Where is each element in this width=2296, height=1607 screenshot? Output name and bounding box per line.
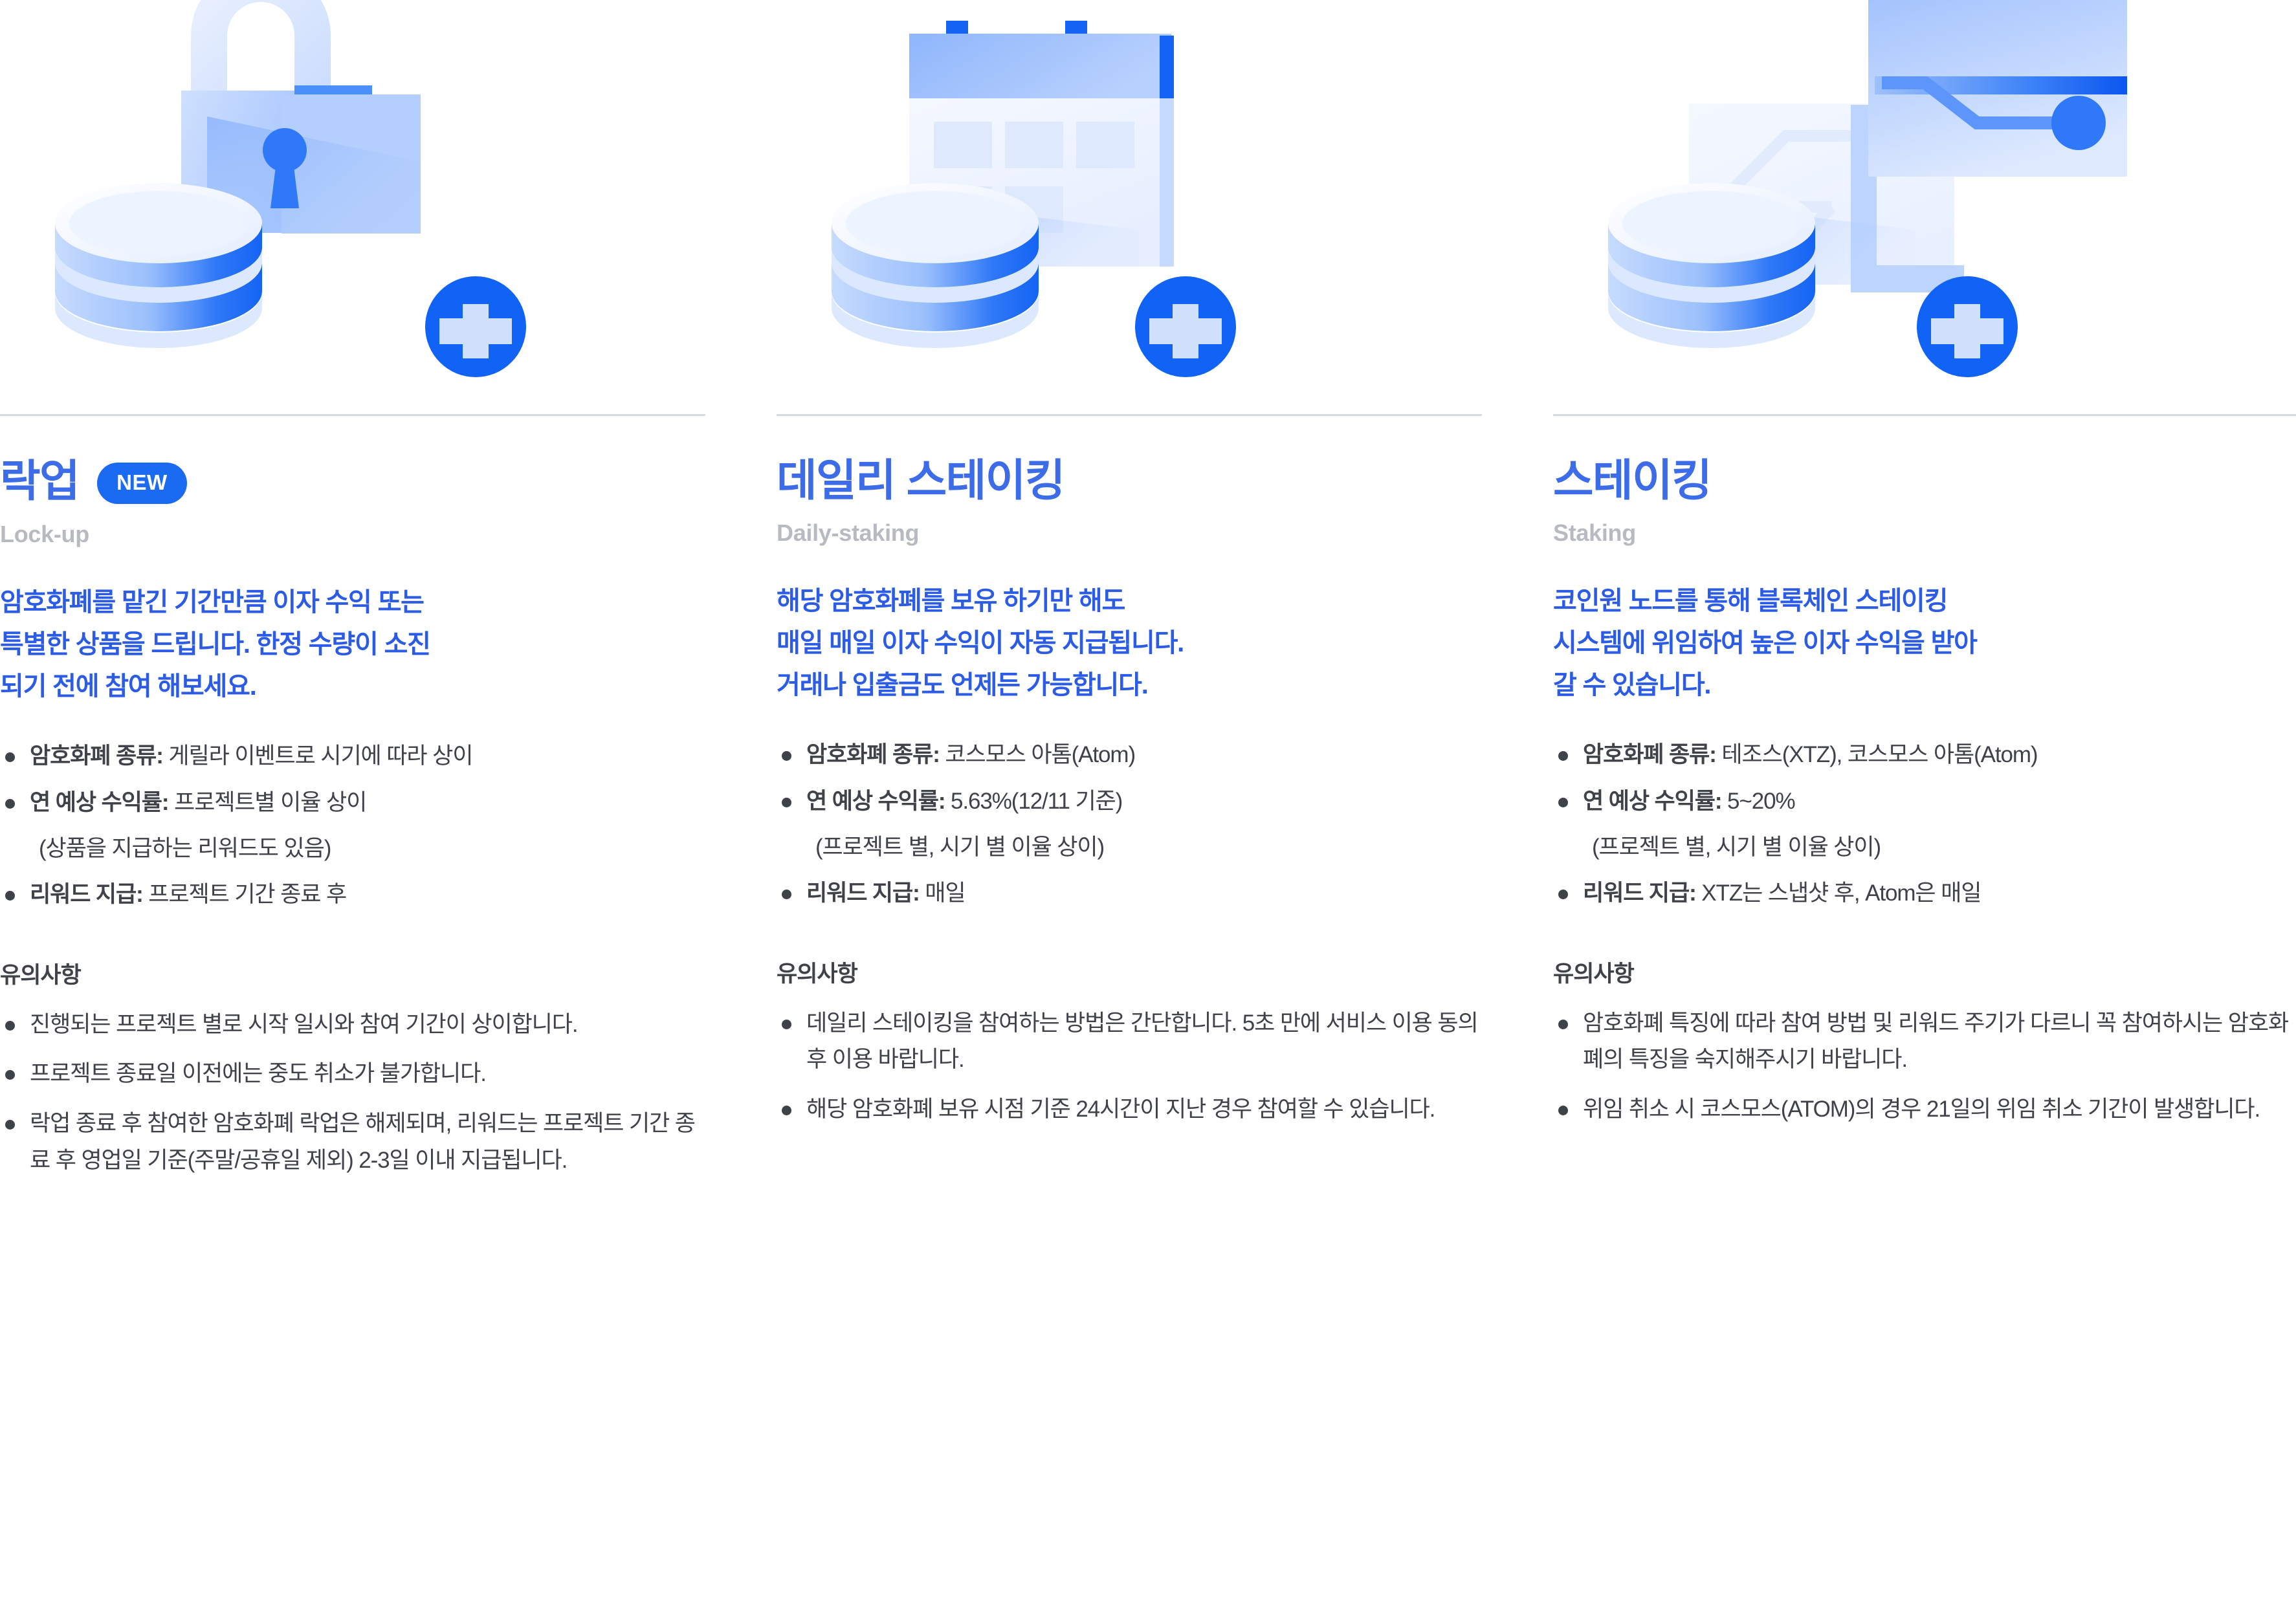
card-title-ko: 데일리 스테이킹 (777, 456, 1065, 505)
spec-value: XTZ는 스냅샷 후, Atom은 매일 (1695, 880, 1981, 906)
spec-label: 리워드 지급: (1583, 880, 1697, 906)
spec-item: 암호화폐 종류: 코스모스 아톰(Atom) (777, 737, 1488, 772)
lead-line: 시스템에 위임하여 높은 이자 수익을 받아 (1553, 628, 1978, 657)
lead-line: 거래나 입출금도 언제든 가능합니다. (777, 670, 1149, 699)
card-divider (777, 414, 1482, 416)
notice-list: 데일리 스테이킹을 참여하는 방법은 간단합니다. 5초 만에 서비스 이용 동… (777, 1005, 1488, 1128)
card-title-row: 락업 NEW (0, 459, 712, 504)
spec-value: 게릴라 이벤트로 시기에 따라 상이 (162, 743, 473, 769)
spec-value: 5.63%(12/11 기준) (945, 788, 1123, 814)
spec-label: 연 예상 수익률: (806, 788, 946, 814)
spec-label: 리워드 지급: (30, 882, 144, 908)
calendar-with-coins-illustration (777, 0, 1488, 414)
spec-label: 리워드 지급: (806, 880, 920, 906)
coin-stack-shape (832, 183, 1039, 348)
notice-heading: 유의사항 (1553, 961, 1635, 987)
lead-line: 코인원 노드를 통해 블록체인 스테이킹 (1553, 587, 1948, 615)
lock-with-coins-illustration (0, 0, 712, 414)
product-card-lockup: 락업 NEW Lock-up 암호화폐를 맡긴 기간만큼 이자 수익 또는 특별… (0, 0, 712, 1607)
card-divider (0, 414, 705, 416)
spec-value: 매일 (919, 880, 966, 906)
spec-value: 테조스(XTZ), 코스모스 아톰(Atom) (1716, 742, 2038, 768)
plus-badge-icon (1917, 276, 2018, 377)
spec-subnote: (상품을 지급하는 리워드도 있음) (39, 835, 331, 861)
spec-label: 연 예상 수익률: (1583, 788, 1723, 814)
spec-label: 암호화폐 종류: (806, 742, 940, 768)
card-lead-text: 코인원 노드를 통해 블록체인 스테이킹 시스템에 위임하여 높은 이자 수익을… (1553, 580, 2296, 706)
lock-keyhole-circle (263, 128, 307, 172)
card-title-row: 데일리 스테이킹 (777, 459, 1488, 503)
spec-subnote: (프로젝트 별, 시기 별 이율 상이) (1592, 834, 1881, 860)
spec-value: 코스모스 아톰(Atom) (939, 742, 1136, 768)
calendar-header (909, 34, 1171, 98)
coin-stack-shape (1608, 183, 1815, 348)
notice-heading: 유의사항 (777, 961, 858, 987)
blockchain-node-with-coins-illustration (1553, 0, 2265, 414)
spec-label: 암호화폐 종류: (1583, 742, 1717, 768)
spec-value: 5~20% (1721, 788, 1796, 814)
spec-item: 연 예상 수익률: 5~20% (1553, 783, 2296, 819)
card-title-en: Daily-staking (777, 519, 920, 546)
spec-item: 리워드 지급: 매일 (777, 875, 1488, 911)
spec-list: 암호화폐 종류: 코스모스 아톰(Atom) 연 예상 수익률: 5.63%(1… (777, 737, 1488, 911)
lead-line: 특별한 상품을 드립니다. 한정 수량이 소진 (0, 629, 431, 659)
lead-line: 해당 암호화폐를 보유 하기만 해도 (777, 587, 1125, 615)
spec-item: 암호화폐 종류: 게릴라 이벤트로 시기에 따라 상이 (0, 738, 712, 774)
spec-list: 암호화폐 종류: 테조스(XTZ), 코스모스 아톰(Atom) 연 예상 수익… (1553, 737, 2296, 911)
spec-value: 프로젝트 기간 종료 후 (142, 882, 347, 908)
card-title-ko: 락업 (0, 457, 80, 506)
card-title-ko: 스테이킹 (1553, 456, 1712, 505)
spec-item: 리워드 지급: 프로젝트 기간 종료 후 (0, 877, 712, 912)
coin-stack-shape (55, 183, 262, 348)
card-divider (1553, 414, 2296, 416)
notice-heading: 유의사항 (0, 962, 82, 988)
spec-subnote: (프로젝트 별, 시기 별 이율 상이) (815, 834, 1105, 860)
lead-line: 갈 수 있습니다. (1553, 670, 1712, 699)
spec-value: 프로젝트별 이율 상이 (168, 789, 367, 815)
circuit-trace-front (1882, 76, 2064, 129)
notice-item: 해당 암호화폐 보유 시점 기준 24시간이 지난 경우 참여할 수 있습니다. (777, 1091, 1488, 1128)
circuit-node-dot (2051, 96, 2106, 150)
notice-item: 진행되는 프로젝트 별로 시작 일시와 참여 기간이 상이합니다. (0, 1007, 712, 1044)
spec-item: 연 예상 수익률: 5.63%(12/11 기준) (777, 783, 1488, 819)
plus-badge-icon (425, 276, 526, 377)
product-card-staking: 스테이킹 Staking 코인원 노드를 통해 블록체인 스테이킹 시스템에 위… (1553, 0, 2296, 1607)
card-title-row: 스테이킹 (1553, 459, 2296, 503)
spec-label: 연 예상 수익률: (30, 789, 170, 815)
notice-item: 락업 종료 후 참여한 암호화폐 락업은 해제되며, 리워드는 프로젝트 기간 … (0, 1106, 712, 1179)
spec-item: 리워드 지급: XTZ는 스냅샷 후, Atom은 매일 (1553, 875, 2296, 911)
notice-item: 데일리 스테이킹을 참여하는 방법은 간단합니다. 5초 만에 서비스 이용 동… (777, 1005, 1488, 1078)
notice-item: 프로젝트 종료일 이전에는 중도 취소가 불가합니다. (0, 1056, 712, 1093)
notice-item: 암호화폐 특징에 따라 참여 방법 및 리워드 주기가 다르니 꼭 참여하시는 … (1553, 1005, 2296, 1078)
notice-item: 위임 취소 시 코스모스(ATOM)의 경우 21일의 위임 취소 기간이 발생… (1553, 1091, 2296, 1128)
lead-line: 매일 매일 이자 수익이 자동 지급됩니다. (777, 628, 1184, 657)
lock-keyhole-stem (270, 162, 299, 208)
card-title-en: Lock-up (0, 521, 89, 547)
card-title-en: Staking (1553, 519, 1636, 546)
notice-list: 진행되는 프로젝트 별로 시작 일시와 참여 기간이 상이합니다. 프로젝트 종… (0, 1007, 712, 1179)
product-card-daily-staking: 데일리 스테이킹 Daily-staking 해당 암호화폐를 보유 하기만 해… (777, 0, 1488, 1607)
spec-item: 연 예상 수익률: 프로젝트별 이율 상이 (0, 785, 712, 820)
spec-list: 암호화폐 종류: 게릴라 이벤트로 시기에 따라 상이 연 예상 수익률: 프로… (0, 738, 712, 912)
spec-label: 암호화폐 종류: (30, 743, 164, 769)
new-badge: NEW (97, 463, 187, 504)
card-lead-text: 해당 암호화폐를 보유 하기만 해도 매일 매일 이자 수익이 자동 지급됩니다… (777, 580, 1488, 706)
notice-list: 암호화폐 특징에 따라 참여 방법 및 리워드 주기가 다르니 꼭 참여하시는 … (1553, 1005, 2296, 1128)
card-lead-text: 암호화폐를 맡긴 기간만큼 이자 수익 또는 특별한 상품을 드립니다. 한정 … (0, 582, 712, 707)
lock-shackle-shape (191, 0, 331, 94)
plus-badge-icon (1135, 276, 1236, 377)
lead-line: 되기 전에 참여 해보세요. (0, 672, 257, 701)
spec-item: 암호화폐 종류: 테조스(XTZ), 코스모스 아톰(Atom) (1553, 737, 2296, 772)
lead-line: 암호화폐를 맡긴 기간만큼 이자 수익 또는 (0, 588, 425, 617)
